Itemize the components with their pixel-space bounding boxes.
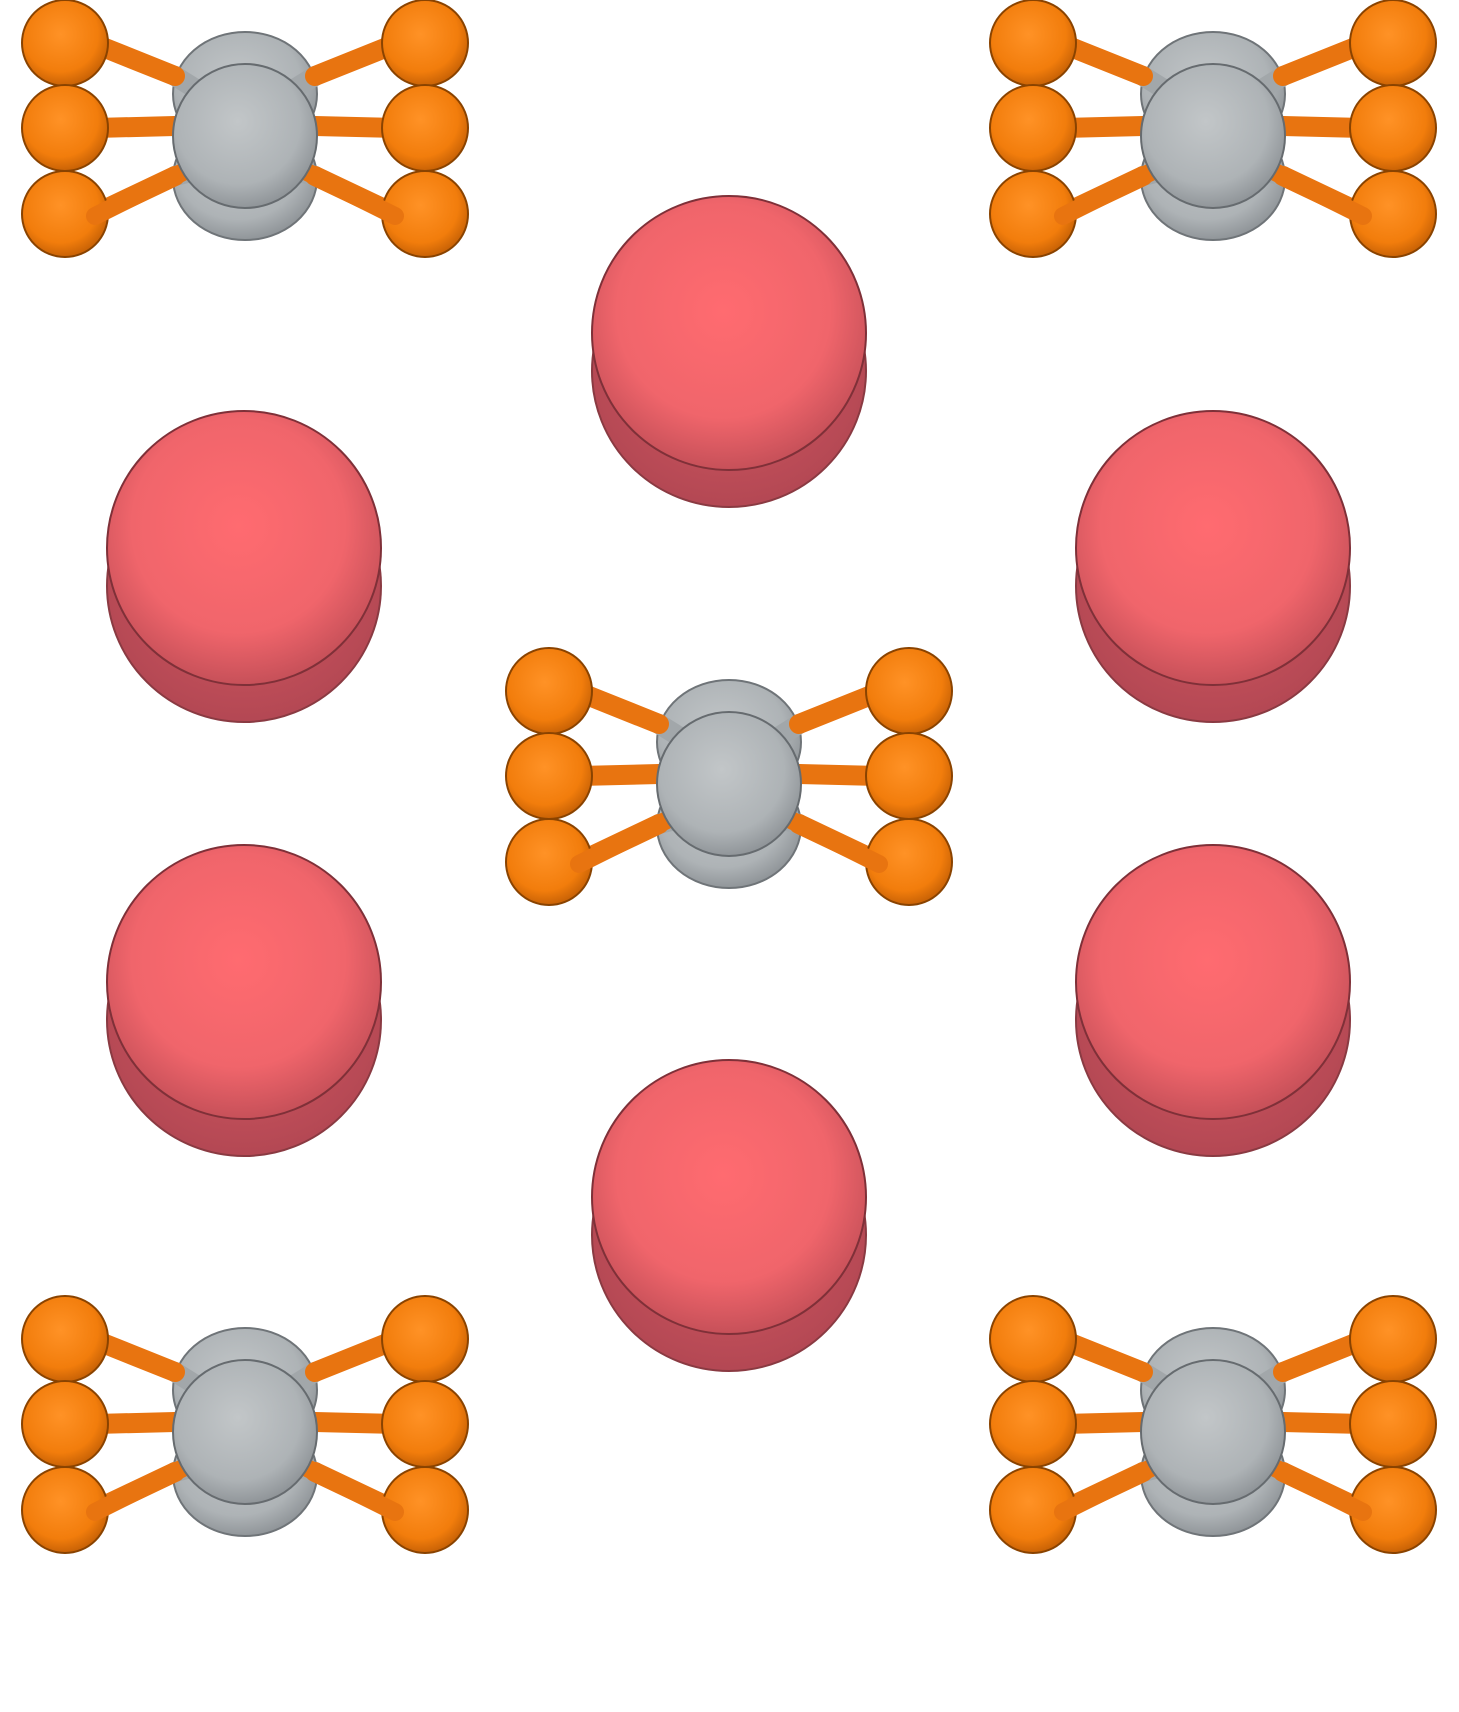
cluster-top-right [990, 0, 1436, 257]
cluster-bottom-right [990, 1296, 1436, 1553]
large-atom-top [591, 195, 867, 508]
large-atom-right-upper [1075, 410, 1351, 723]
large-atom-left-upper [106, 410, 382, 723]
cluster-top-left [22, 0, 468, 257]
large-atom-bottom [591, 1059, 867, 1372]
cluster-center [506, 648, 952, 905]
large-atom-right-lower [1075, 844, 1351, 1157]
cluster-bottom-left [22, 1296, 468, 1553]
large-atom-left-lower [106, 844, 382, 1157]
